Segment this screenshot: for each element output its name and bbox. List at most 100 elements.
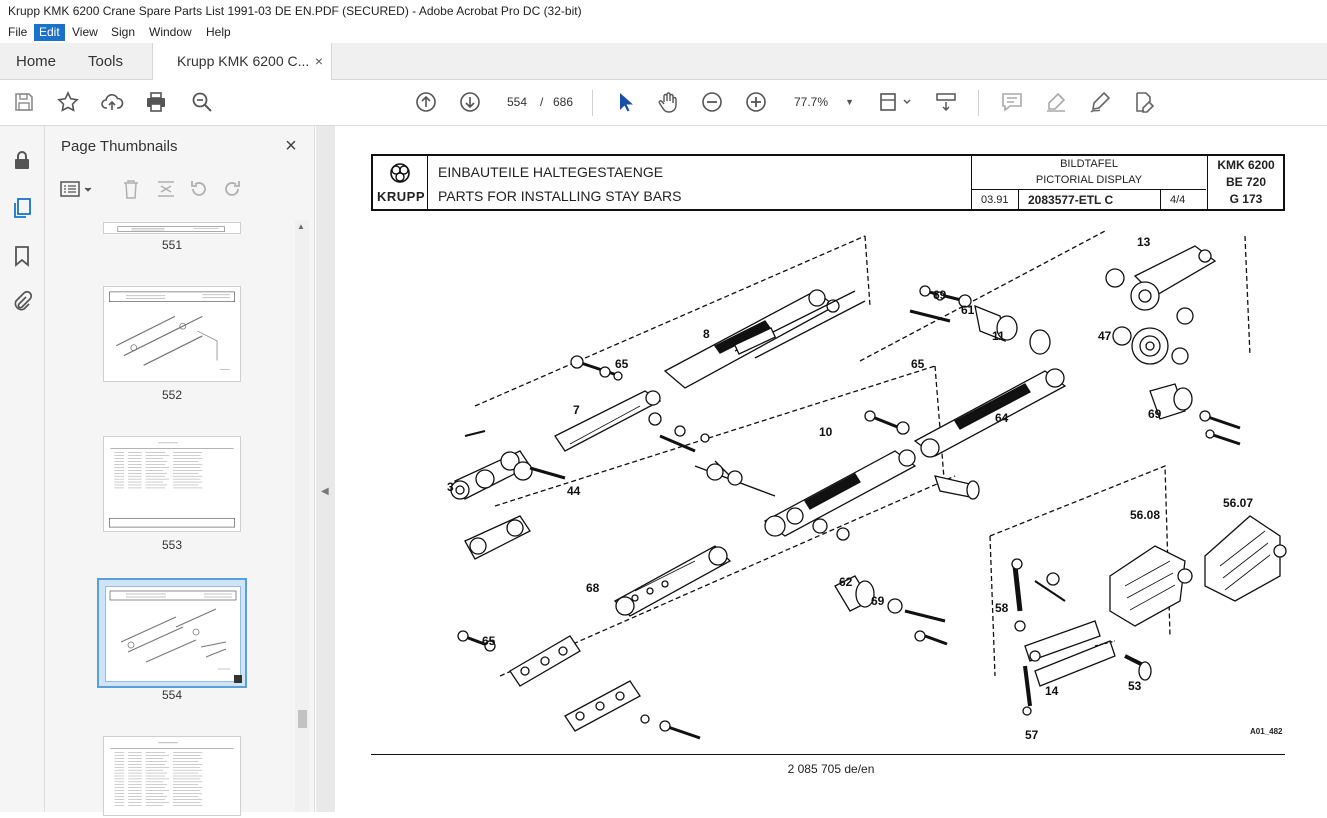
callout-label: 57 <box>1025 728 1039 742</box>
thumbnail-page[interactable] <box>103 436 241 532</box>
callout-label: 69 <box>1148 407 1162 421</box>
comment-icon[interactable] <box>1000 90 1024 114</box>
callout-label: 44 <box>567 484 581 498</box>
save-icon[interactable] <box>12 90 36 114</box>
callout-label: 8 <box>703 327 710 341</box>
zoom-value: 77.7% <box>794 95 829 109</box>
menu-file[interactable]: File <box>8 25 28 39</box>
scroll-mode-icon[interactable] <box>934 90 958 114</box>
thumbnail-page-selected[interactable] <box>97 578 247 688</box>
thumbnail-resize-handle[interactable] <box>234 675 242 683</box>
callout-label: 53 <box>1128 679 1142 693</box>
thumbnail-page-label: 552 <box>161 388 183 402</box>
window-title-bar: Krupp KMK 6200 Crane Spare Parts List 19… <box>0 0 1327 22</box>
collapse-left-icon: ◀ <box>321 486 329 497</box>
document-footer: 2 085 705 de/en <box>787 762 875 776</box>
model-cell: KMK 6200 BE 720 G 173 <box>1207 156 1283 209</box>
menu-edit[interactable]: Edit <box>34 24 65 41</box>
toolbar-divider <box>978 90 979 116</box>
callout-label: 3 <box>447 480 454 494</box>
panel-collapse-bar[interactable]: ◀ <box>316 126 335 812</box>
scrollbar-thumb[interactable] <box>298 710 307 728</box>
model-line-2: BE 720 <box>1225 175 1267 189</box>
hand-tool-icon[interactable] <box>656 90 680 114</box>
rotate-right-icon[interactable] <box>221 178 243 200</box>
callout-label: 7 <box>573 403 580 417</box>
menu-view[interactable]: View <box>72 25 98 39</box>
page-number-input[interactable]: 554 <box>506 95 528 109</box>
callout-label: 61 <box>961 303 975 317</box>
sheet-number: 4/4 <box>1170 194 1186 206</box>
callout-label: 56.07 <box>1223 496 1253 510</box>
callout-label: 10 <box>819 425 833 439</box>
page-thumbnails-panel: Page Thumbnails × 551 552 <box>45 126 315 816</box>
model-line-1: KMK 6200 <box>1217 158 1275 172</box>
document-header-table: KRUPP EINBAUTEILE HALTEGESTAENGE PARTS F… <box>371 154 1285 211</box>
date: 03.91 <box>981 194 1009 206</box>
callout-label: 68 <box>586 581 600 595</box>
search-zoom-icon[interactable] <box>190 90 214 114</box>
callout-label: 65 <box>911 357 925 371</box>
callout-label: 65 <box>615 357 629 371</box>
highlight-pen-icon[interactable] <box>1044 90 1068 114</box>
page-thumbnails-icon[interactable] <box>10 196 34 220</box>
callout-label: 47 <box>1098 329 1112 343</box>
tab-home[interactable]: Home <box>16 53 57 70</box>
thumbnail-page-image <box>105 586 241 682</box>
zoom-in-icon[interactable] <box>744 90 768 114</box>
bookmarks-icon[interactable] <box>10 244 34 268</box>
callout-label: 64 <box>995 411 1009 425</box>
thumbnail-page-label: 553 <box>161 538 183 552</box>
zoom-out-icon[interactable] <box>700 90 724 114</box>
display-english: PICTORIAL DISPLAY <box>1035 174 1143 186</box>
print-icon[interactable] <box>144 90 168 114</box>
attachments-paperclip-icon[interactable] <box>10 290 34 314</box>
edit-document-icon[interactable] <box>1132 90 1156 114</box>
extract-page-icon[interactable] <box>155 178 177 200</box>
thumbnails-scrollbar[interactable]: ▲ <box>295 220 309 812</box>
select-cursor-icon[interactable] <box>613 90 637 114</box>
menu-help[interactable]: Help <box>206 25 231 39</box>
toolbar-divider <box>592 90 593 116</box>
bookmark-star-icon[interactable] <box>56 90 80 114</box>
thumbnail-options-icon[interactable] <box>59 178 95 200</box>
tab-bar: Home Tools Krupp KMK 6200 C... × <box>0 43 1327 80</box>
tab-document-label: Krupp KMK 6200 C... <box>177 53 310 69</box>
display-cell: BILDTAFEL PICTORIAL DISPLAY 03.91 208357… <box>971 156 1207 209</box>
menu-window[interactable]: Window <box>149 25 192 39</box>
thumbnail-page[interactable] <box>103 222 241 234</box>
next-page-icon[interactable] <box>458 90 482 114</box>
scroll-up-icon[interactable]: ▲ <box>297 222 305 231</box>
title-english: PARTS FOR INSTALLING STAY BARS <box>438 188 682 204</box>
sign-pen-icon[interactable] <box>1088 90 1112 114</box>
tab-document[interactable]: Krupp KMK 6200 C... × <box>152 43 332 80</box>
part-callouts: 65 8 7 3 44 10 62 69 68 65 69 61 65 11 6… <box>447 235 1253 742</box>
rotate-left-icon[interactable] <box>188 178 210 200</box>
callout-label: 69 <box>933 288 947 302</box>
left-navigation-rail <box>0 126 45 812</box>
lock-icon[interactable] <box>10 148 34 172</box>
callout-label: 58 <box>995 601 1009 615</box>
upload-cloud-icon[interactable] <box>100 90 124 114</box>
menu-sign[interactable]: Sign <box>111 25 136 39</box>
thumbnail-page[interactable] <box>103 286 241 382</box>
krupp-logo: KRUPP <box>373 156 427 209</box>
page-fit-icon[interactable] <box>878 90 914 114</box>
tab-tools[interactable]: Tools <box>88 53 124 70</box>
title-german: EINBAUTEILE HALTEGESTAENGE <box>438 164 664 180</box>
tab-close-icon[interactable]: × <box>314 53 323 69</box>
document-view[interactable]: KRUPP EINBAUTEILE HALTEGESTAENGE PARTS F… <box>335 126 1327 812</box>
zoom-select[interactable]: 77.7% ▼ <box>786 91 858 113</box>
thumbnail-page-label: 551 <box>161 238 183 252</box>
delete-page-icon[interactable] <box>120 178 142 200</box>
thumbnail-page[interactable] <box>103 736 241 816</box>
thumbnail-page-label: 554 <box>161 688 183 702</box>
logo-text: KRUPP <box>377 189 426 204</box>
callout-label: 56.08 <box>1130 508 1160 522</box>
panel-close-icon[interactable]: × <box>285 135 297 157</box>
previous-page-icon[interactable] <box>414 90 438 114</box>
main-toolbar: 554 / 686 77.7% ▼ <box>0 80 1327 126</box>
title-cell: EINBAUTEILE HALTEGESTAENGE PARTS FOR INS… <box>427 156 971 209</box>
model-line-3: G 173 <box>1229 192 1263 206</box>
callout-label: 11 <box>992 329 1005 343</box>
